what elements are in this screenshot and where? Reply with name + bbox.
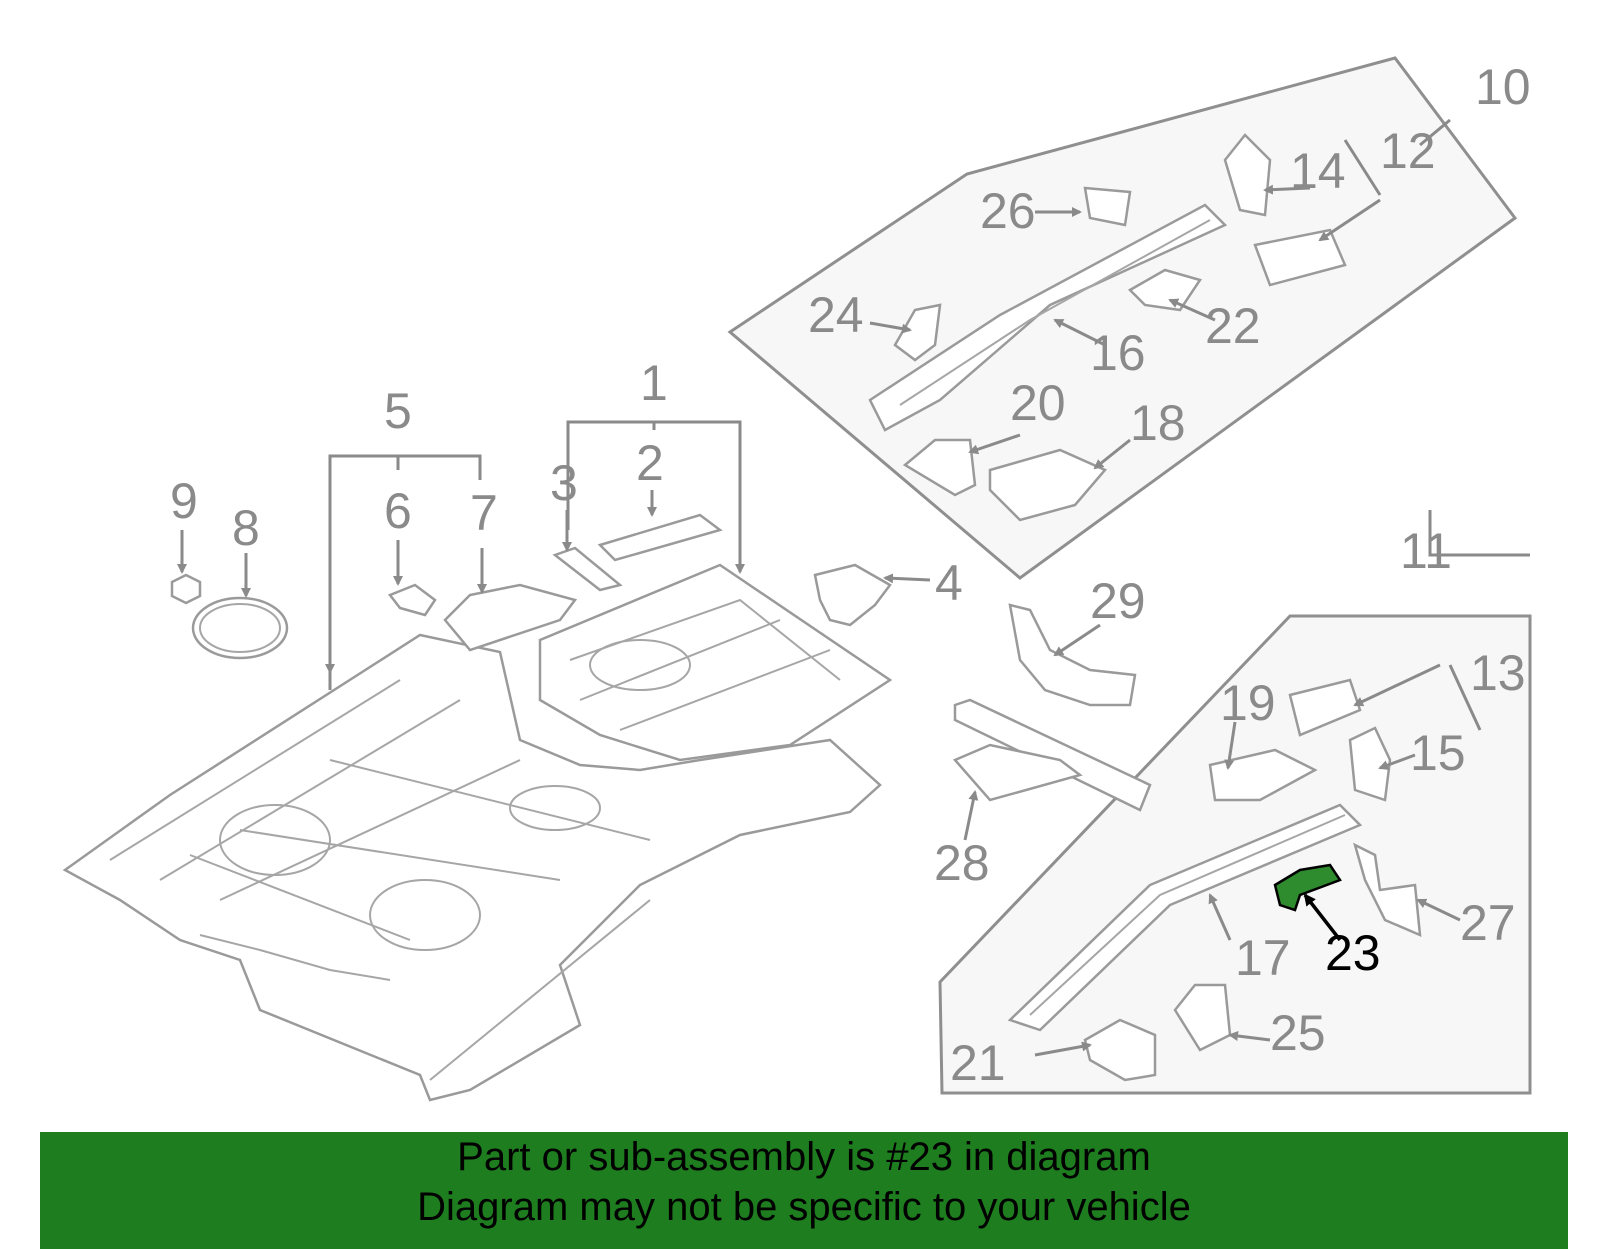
rear-floor-pan [62,633,882,1102]
rail-17 [1007,803,1363,1032]
callout-24: 24 [808,287,864,343]
rail-16 [868,203,1228,432]
bracket-24 [893,303,942,362]
callout-20: 20 [1010,375,1066,431]
crossmember-28 [952,698,1152,812]
callout-4: 4 [935,555,963,611]
callout-16: 16 [1090,325,1146,381]
callout-5: 5 [384,383,412,439]
callout-9: 9 [170,473,198,529]
wheelhouse-29 [1008,603,1137,707]
callout-14: 14 [1290,143,1346,199]
info-banner: Part or sub-assembly is #23 in diagram D… [40,1132,1568,1249]
highlight-arrow-23 [1303,893,1342,942]
grommet-8 [191,596,289,660]
bracket-22 [1127,268,1202,312]
callout-17: 17 [1235,930,1291,986]
callout-6: 6 [384,483,412,539]
callout-28: 28 [934,835,990,891]
bracket-4 [813,563,892,627]
reinforcement-7 [443,583,578,652]
callout-10: 10 [1475,59,1531,115]
bracket-15 [1348,726,1392,802]
callout-25: 25 [1270,1005,1326,1061]
bracket-25 [1173,983,1232,1052]
floor-brackets-2-3 [552,513,723,592]
callout-19: 19 [1220,675,1276,731]
bracket-26 [1083,186,1132,227]
bracket-21 [1083,1018,1157,1082]
callout-7: 7 [470,485,498,541]
reinforcement-6 [388,583,437,617]
callout-22: 22 [1205,298,1261,354]
nut-9 [170,573,202,605]
bracket-13 [1288,678,1362,737]
callout-15: 15 [1410,725,1466,781]
bracket-27 [1353,842,1422,937]
callout-12: 12 [1380,123,1436,179]
highlighted-part-23 [1273,863,1342,912]
callout-23: 23 [1325,925,1381,981]
bracket-12 [1253,228,1347,287]
callout-8: 8 [232,500,260,556]
bracket-19 [1208,748,1318,802]
callout-11: 11 [1400,523,1452,579]
parts-diagram: 1 2 3 4 5 6 7 8 9 10 11 12 13 14 15 16 1… [62,56,1532,1102]
callout-21: 21 [950,1035,1006,1091]
banner-line-part: Part or sub-assembly is #23 in diagram [457,1135,1151,1179]
callout-3: 3 [550,455,578,511]
callout-1: 1 [640,355,668,411]
callout-2: 2 [636,435,664,491]
callout-18: 18 [1130,395,1186,451]
bracket-20 [902,438,977,497]
floor-panel-1 [538,563,893,762]
callout-13: 13 [1470,645,1526,701]
callout-27: 27 [1460,895,1516,951]
bracket-18 [988,448,1108,522]
callout-29: 29 [1090,573,1146,629]
callout-numbers: 1 2 3 4 5 6 7 8 9 10 11 12 13 14 15 16 1… [170,59,1531,1091]
banner-line-disclaimer: Diagram may not be specific to your vehi… [417,1185,1191,1229]
callout-26: 26 [980,183,1036,239]
callout-arrows [177,184,1461,1057]
